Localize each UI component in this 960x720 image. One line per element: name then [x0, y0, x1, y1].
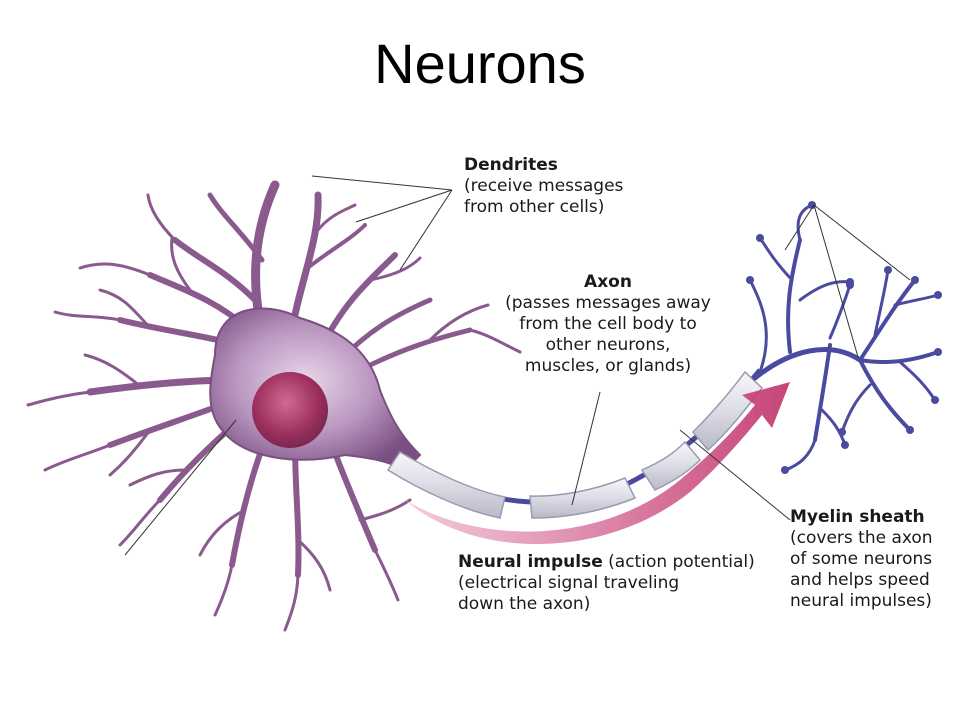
axon-line4: muscles, or glands) [524, 356, 692, 376]
impulse-heading-rest: (action potential) [602, 552, 755, 572]
dendrites-heading: Dendrites [464, 155, 558, 175]
myelin-line4: neural impulses) [790, 591, 932, 611]
dendrites-line1: (receive messages [464, 176, 624, 196]
axon-label: Axon (passes messages away from the cell… [498, 272, 718, 377]
impulse-label: Neural impulse (action potential) (elect… [458, 552, 755, 615]
terminal-buttons [746, 201, 942, 474]
impulse-line2: down the axon) [458, 594, 591, 614]
impulse-heading: Neural impulse [458, 552, 603, 572]
axon-terminals [748, 203, 940, 472]
dendrites-label: Dendrites (receive messages from other c… [464, 155, 623, 218]
axon-line3: other neurons, [545, 335, 671, 355]
axon-heading: Axon [584, 272, 632, 292]
leader-lines [124, 175, 911, 556]
myelin-line2: of some neurons [790, 549, 933, 569]
impulse-line1: (electrical signal traveling [458, 573, 680, 593]
myelin-sheath [386, 370, 764, 519]
myelin-line1: (covers the axon [790, 528, 933, 548]
myelin-heading: Myelin sheath [790, 507, 925, 527]
myelin-label: Myelin sheath (covers the axon of some n… [790, 507, 933, 612]
slide-title: Neurons [374, 32, 586, 95]
axon-line2: from the cell body to [519, 314, 697, 334]
impulse-arrow [405, 382, 790, 545]
myelin-line3: and helps speed [790, 570, 930, 590]
dendrites-line2: from other cells) [464, 197, 605, 217]
nucleus [252, 372, 328, 448]
axon-line1: (passes messages away [505, 293, 711, 313]
